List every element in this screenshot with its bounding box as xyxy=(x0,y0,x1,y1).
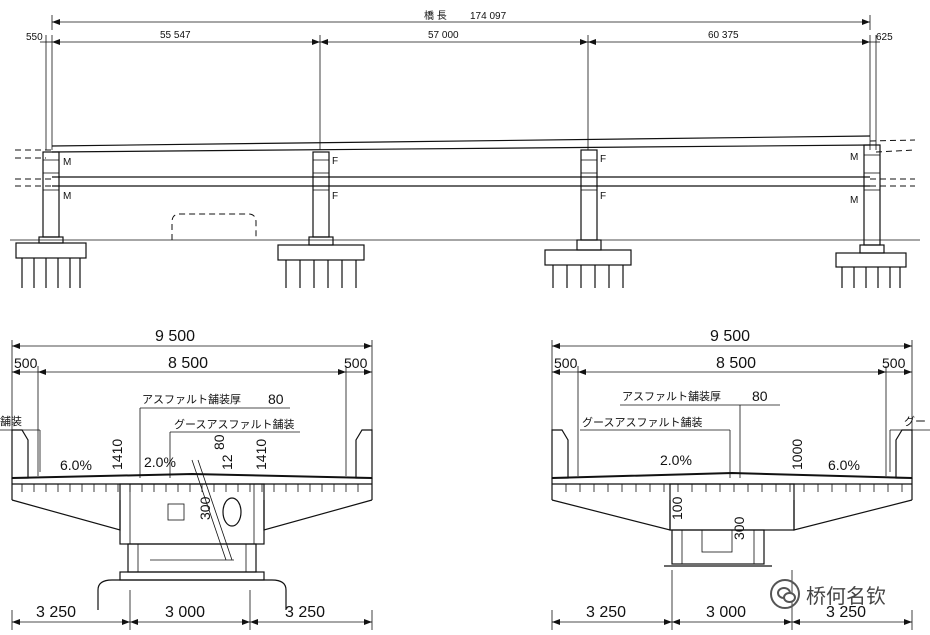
left-edge-dim-left: 500 xyxy=(14,355,38,371)
left-dim-300: 300 xyxy=(197,496,213,520)
right-pavement-thickness: 80 xyxy=(752,388,768,404)
bearing-mark-1: M xyxy=(63,157,71,168)
total-length-label: 橋 長 xyxy=(424,9,447,22)
right-slope-center: 2.0% xyxy=(660,452,692,468)
left-overall-width: 9 500 xyxy=(155,328,195,345)
pier-2 xyxy=(277,151,365,288)
left-carriageway-dim: 8 500 xyxy=(168,355,208,372)
bearing-mark-7: M xyxy=(850,152,858,163)
right-edge-dim-right: 500 xyxy=(882,355,906,371)
right-overall-width: 9 500 xyxy=(710,328,750,345)
right-slope-right: 6.0% xyxy=(828,457,860,473)
span-2-dim: 57 000 xyxy=(428,30,459,41)
bearing-mark-5: F xyxy=(600,154,606,165)
right-carriageway-dim: 8 500 xyxy=(716,355,756,372)
left-height-right: 1410 xyxy=(253,439,269,470)
cross-section-right: 9 500 500 8 500 500 アスファルト舗装厚 80 グースアスファ… xyxy=(551,328,930,630)
right-bottom-dim-2: 3 000 xyxy=(706,604,746,621)
bearing-mark-8: M xyxy=(850,195,858,206)
left-end-dim: 550 xyxy=(26,32,43,43)
pier-3 xyxy=(544,149,632,288)
right-bottom-dim-1: 3 250 xyxy=(586,604,626,621)
right-height-center: 1000 xyxy=(789,439,805,470)
wechat-icon xyxy=(770,579,800,609)
bearing-mark-2: M xyxy=(63,191,71,202)
left-height-left: 1410 xyxy=(109,439,125,470)
bearing-mark-4: F xyxy=(332,191,338,202)
left-bottom-dim-3: 3 250 xyxy=(285,604,325,621)
pier-4 xyxy=(835,144,907,288)
right-side-label: グー xyxy=(904,414,926,428)
left-pavement-label: アスファルト舗装厚 xyxy=(142,392,241,406)
right-pavement-label: アスファルト舗装厚 xyxy=(622,389,721,403)
left-pavement-thickness: 80 xyxy=(268,391,284,407)
left-side-label: 舗装 xyxy=(0,414,22,428)
watermark: 桥何名钦 xyxy=(770,578,920,610)
right-guss-label: グースアスファルト舗装 xyxy=(582,415,702,429)
bearing-mark-6: F xyxy=(600,191,606,202)
watermark-text: 桥何名钦 xyxy=(806,583,886,608)
left-guss-label: グースアスファルト舗装 xyxy=(174,417,294,431)
span-3-dim: 60 375 xyxy=(708,30,739,41)
left-slope-center: 2.0% xyxy=(144,454,176,470)
right-edge-dim-left: 500 xyxy=(554,355,578,371)
left-bottom-dim-2: 3 000 xyxy=(165,604,205,621)
right-dim-300: 300 xyxy=(731,516,747,540)
left-dim-80: 80 xyxy=(211,434,227,450)
right-end-dim: 625 xyxy=(876,32,893,43)
cross-section-left: 9 500 500 8 500 500 アスファルト舗装厚 80 グースアスファ… xyxy=(0,328,373,630)
total-length-value: 174 097 xyxy=(470,11,507,22)
left-bottom-dim-1: 3 250 xyxy=(36,604,76,621)
elevation-view: 橋 長 174 097 550 55 547 57 000 60 375 625 xyxy=(10,9,920,288)
right-bottom-dim-3: 3 250 xyxy=(826,604,866,621)
pier-1 xyxy=(15,151,87,288)
bearing-mark-3: F xyxy=(332,156,338,167)
right-dim-100: 100 xyxy=(669,496,685,520)
left-edge-dim-right: 500 xyxy=(344,355,368,371)
left-slope-left: 6.0% xyxy=(60,457,92,473)
span-1-dim: 55 547 xyxy=(160,30,191,41)
left-dim-12: 12 xyxy=(219,454,235,470)
